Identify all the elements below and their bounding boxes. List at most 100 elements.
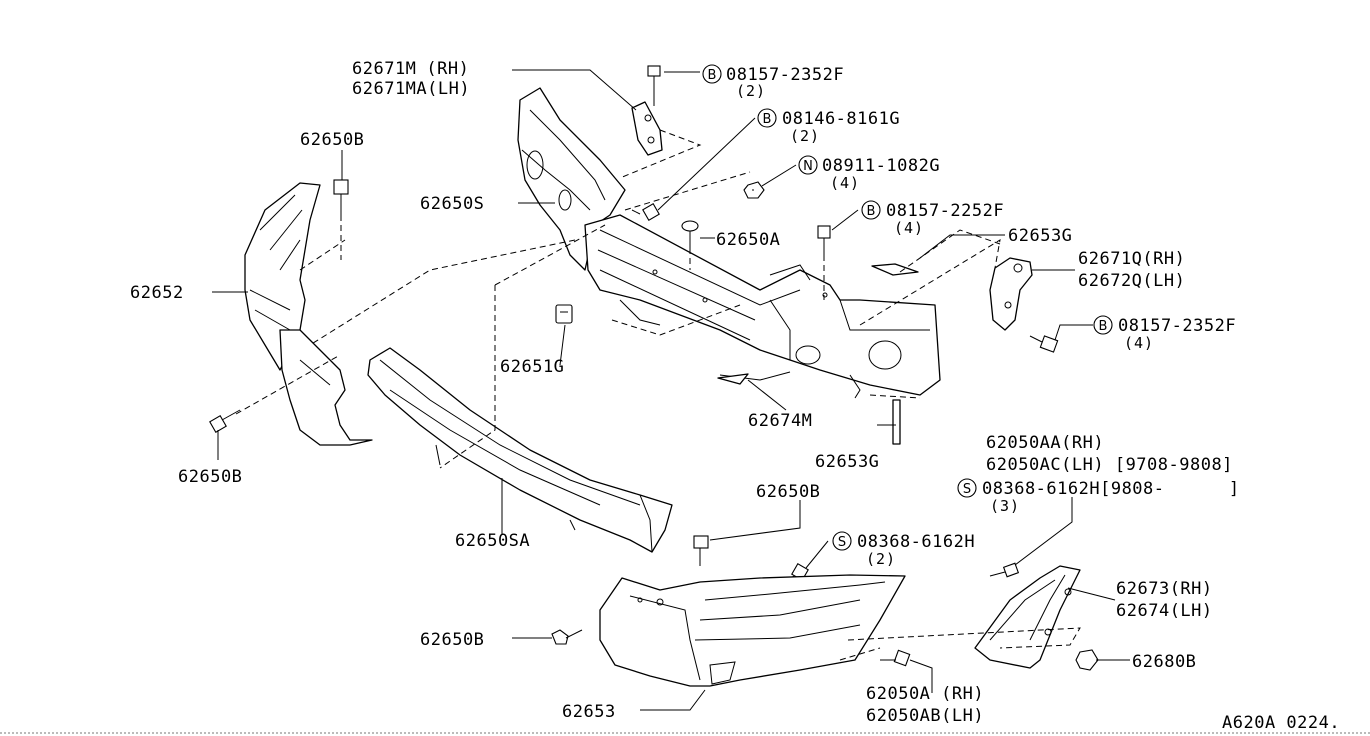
support-bar-62650sa-part[interactable] bbox=[367, 347, 673, 553]
callout-62050aa-rh[interactable]: 62050AA(RH) bbox=[986, 433, 1104, 453]
core-support-upper-part[interactable] bbox=[517, 87, 941, 399]
svg-text:08368-6162H[9808- ]: 08368-6162H[9808- ] bbox=[982, 479, 1240, 499]
callout-62050ac-lh[interactable]: 62050AC(LH) [9708-9808] bbox=[986, 455, 1233, 475]
bolt-08157-2352f-top[interactable] bbox=[647, 65, 661, 108]
svg-text:62671M(RH): 62671M(RH) bbox=[352, 59, 469, 79]
callout-08157-2352f-top[interactable]: B 08157-2352F (2) bbox=[702, 64, 844, 100]
callout-08146-8161g[interactable]: B 08146-8161G (2) bbox=[757, 108, 900, 145]
svg-text:B: B bbox=[708, 68, 717, 83]
svg-text:62050AC(LH) [9708-9808]: 62050AC(LH) [9708-9808] bbox=[986, 455, 1233, 475]
svg-text:62672Q(LH): 62672Q(LH) bbox=[1078, 271, 1185, 291]
svg-text:S: S bbox=[963, 482, 971, 497]
bracket-62673-part[interactable] bbox=[974, 565, 1081, 669]
svg-text:62650B: 62650B bbox=[756, 482, 820, 502]
svg-text:(2): (2) bbox=[790, 127, 820, 145]
bolt-08157-2352f-right[interactable] bbox=[1029, 335, 1059, 353]
callout-62671m-rh[interactable]: 62671M(RH) bbox=[352, 59, 469, 79]
svg-text:62674M: 62674M bbox=[748, 411, 812, 431]
nut-08911-1082g[interactable] bbox=[743, 181, 765, 199]
callout-62050a-rh[interactable]: 62050A (RH) bbox=[866, 684, 984, 704]
b-symbol-icon bbox=[1093, 315, 1113, 335]
svg-text:(4): (4) bbox=[1124, 334, 1154, 352]
svg-text:08157-2352F: 08157-2352F bbox=[726, 65, 844, 85]
callout-08157-2252f[interactable]: B 08157-2252F (4) bbox=[861, 200, 1004, 237]
callout-62653g-lower[interactable]: 62653G bbox=[815, 452, 879, 472]
callout-08911-1082g[interactable]: N 08911-1082G (4) bbox=[798, 155, 940, 192]
clip-62650a[interactable] bbox=[681, 220, 699, 270]
seal-62653g-upper-part[interactable] bbox=[871, 263, 919, 276]
bolt-62650b-topleft[interactable] bbox=[333, 179, 349, 260]
svg-text:62674(LH): 62674(LH) bbox=[1116, 601, 1213, 621]
svg-text:62653: 62653 bbox=[562, 702, 616, 722]
callout-08368-6162h-lower[interactable]: S 08368-6162H (2) bbox=[832, 531, 975, 568]
callout-08368-6162h-right[interactable]: S 08368-6162H[9808- ] (3) bbox=[957, 478, 1240, 515]
b-symbol-icon bbox=[861, 200, 881, 220]
svg-text:62671MA(LH): 62671MA(LH) bbox=[352, 79, 470, 99]
svg-text:62050AB(LH): 62050AB(LH) bbox=[866, 706, 984, 726]
svg-text:N: N bbox=[803, 159, 813, 174]
screw-08368-6162h-right[interactable] bbox=[989, 562, 1020, 578]
clip-62050a[interactable] bbox=[880, 649, 911, 667]
callout-62653g-upper[interactable]: 62653G bbox=[1008, 226, 1072, 246]
callout-62650a[interactable]: 62650A bbox=[716, 230, 780, 250]
svg-text:62650SA: 62650SA bbox=[455, 531, 530, 551]
callout-62652[interactable]: 62652 bbox=[130, 283, 184, 303]
callout-62674m[interactable]: 62674M bbox=[748, 411, 812, 431]
callout-62673-rh[interactable]: 62673(RH) bbox=[1116, 579, 1213, 599]
assembly-guide-lines bbox=[235, 129, 1081, 661]
svg-text:62650B: 62650B bbox=[178, 467, 242, 487]
callout-62674-lh[interactable]: 62674(LH) bbox=[1116, 601, 1213, 621]
bolt-08146-8161g[interactable] bbox=[631, 203, 660, 221]
b-symbol-icon bbox=[702, 64, 722, 84]
svg-text:62650B: 62650B bbox=[420, 630, 484, 650]
svg-text:B: B bbox=[1099, 319, 1108, 334]
callout-62650b-topleft[interactable]: 62650B bbox=[300, 130, 364, 150]
callout-62650b-lowerleft[interactable]: 62650B bbox=[420, 630, 484, 650]
svg-text:B: B bbox=[763, 112, 772, 127]
svg-text:62650A: 62650A bbox=[716, 230, 780, 250]
svg-text:62680B: 62680B bbox=[1132, 652, 1196, 672]
callout-62680b[interactable]: 62680B bbox=[1132, 652, 1196, 672]
svg-text:08368-6162H: 08368-6162H bbox=[857, 532, 975, 552]
callout-62653[interactable]: 62653 bbox=[562, 702, 616, 722]
callout-62650s[interactable]: 62650S bbox=[420, 194, 484, 214]
svg-text:08157-2252F: 08157-2252F bbox=[886, 201, 1004, 221]
bolt-62650b-lowerleft[interactable] bbox=[551, 629, 583, 645]
bracket-62671m-part[interactable] bbox=[631, 101, 663, 156]
seal-62674m-part[interactable] bbox=[717, 373, 749, 385]
callout-62650b-mid[interactable]: 62650B bbox=[756, 482, 820, 502]
nut-62680b[interactable] bbox=[1075, 649, 1099, 671]
callout-08157-2352f-right[interactable]: B 08157-2352F (4) bbox=[1093, 315, 1236, 352]
s-symbol-icon bbox=[832, 531, 852, 551]
callout-62650sa[interactable]: 62650SA bbox=[455, 531, 530, 551]
callout-62671q-rh[interactable]: 62671Q(RH) bbox=[1078, 249, 1185, 269]
n-symbol-icon bbox=[798, 155, 818, 175]
svg-text:62652: 62652 bbox=[130, 283, 184, 303]
bolt-62650b-mid[interactable] bbox=[693, 535, 709, 566]
seal-62653g-lower-part[interactable] bbox=[892, 399, 901, 445]
s-symbol-icon bbox=[957, 478, 977, 498]
leader-lines bbox=[212, 69, 1130, 711]
svg-text:(4): (4) bbox=[830, 174, 860, 192]
bolt-62650b-bottomleft[interactable] bbox=[209, 409, 241, 433]
svg-text:62050A (RH): 62050A (RH) bbox=[866, 684, 984, 704]
svg-text:62651G: 62651G bbox=[500, 357, 564, 377]
bumper-fascia-62653-part[interactable] bbox=[599, 574, 906, 687]
svg-text:08146-8161G: 08146-8161G bbox=[782, 109, 900, 129]
callout-62050ab-lh[interactable]: 62050AB(LH) bbox=[866, 706, 984, 726]
clip-62651g[interactable] bbox=[555, 304, 573, 324]
callout-62672q-lh[interactable]: 62672Q(LH) bbox=[1078, 271, 1185, 291]
svg-text:(2): (2) bbox=[866, 550, 896, 568]
side-bracket-62652-part[interactable] bbox=[244, 182, 373, 446]
svg-text:62650S: 62650S bbox=[420, 194, 484, 214]
bolt-08157-2252f[interactable] bbox=[817, 225, 831, 300]
svg-text:08911-1082G: 08911-1082G bbox=[822, 156, 940, 176]
callout-62651g[interactable]: 62651G bbox=[500, 357, 564, 377]
b-symbol-icon bbox=[757, 108, 777, 128]
svg-text:62650B: 62650B bbox=[300, 130, 364, 150]
svg-text:62653G: 62653G bbox=[815, 452, 879, 472]
svg-text:08157-2352F: 08157-2352F bbox=[1118, 316, 1236, 336]
callout-62650b-bottomleft[interactable]: 62650B bbox=[178, 467, 242, 487]
callout-62671ma-lh[interactable]: 62671MA(LH) bbox=[352, 79, 470, 99]
bracket-62671q-part[interactable] bbox=[989, 257, 1033, 331]
